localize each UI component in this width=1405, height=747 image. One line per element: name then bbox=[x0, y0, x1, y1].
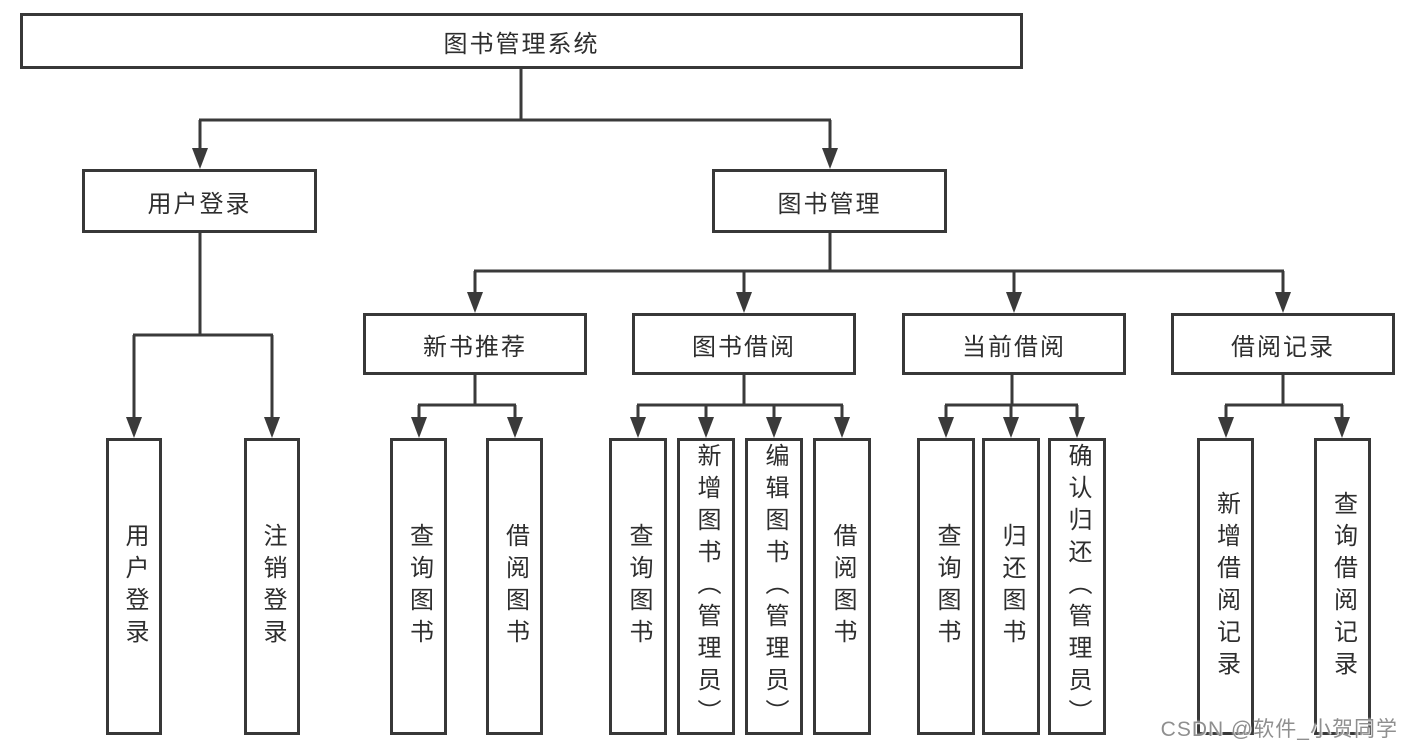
leaf-confirm-return-admin-label: 确认归还（管理员） bbox=[1064, 442, 1091, 731]
leaf-confirm-return-admin: 确认归还（管理员） bbox=[1048, 438, 1106, 735]
leaf-edit-book-admin: 编辑图书（管理员） bbox=[745, 438, 803, 735]
connector-new-book-children bbox=[417, 375, 517, 421]
csdn-watermark: CSDN @软件_小贺同学 bbox=[1160, 718, 1398, 741]
node-current-borrow: 当前借阅 bbox=[902, 313, 1126, 375]
node-user-login: 用户登录 bbox=[82, 169, 317, 233]
node-book-borrow: 图书借阅 bbox=[632, 313, 856, 375]
node-book-management-label: 图书管理 bbox=[777, 190, 882, 218]
leaf-query-books-borrow: 查询图书 bbox=[609, 438, 667, 735]
leaf-return-book-label: 归还图书 bbox=[998, 522, 1025, 651]
leaf-borrow-books-recommend-label: 借阅图书 bbox=[501, 522, 529, 651]
connector-root-to-level2 bbox=[198, 69, 832, 152]
leaf-query-books-current-label: 查询图书 bbox=[933, 522, 960, 651]
node-current-borrow-label: 当前借阅 bbox=[962, 333, 1066, 361]
connector-user-login-children bbox=[132, 233, 274, 421]
leaf-query-books-current: 查询图书 bbox=[917, 438, 975, 735]
connector-borrow-record-children bbox=[1224, 375, 1344, 421]
node-borrow-records: 借阅记录 bbox=[1171, 313, 1395, 375]
leaf-edit-book-admin-label: 编辑图书（管理员） bbox=[761, 442, 788, 731]
leaf-query-books-recommend: 查询图书 bbox=[390, 438, 447, 735]
connector-current-borrow-children bbox=[944, 375, 1079, 421]
leaf-borrow-books-borrow: 借阅图书 bbox=[813, 438, 871, 735]
leaf-add-borrow-record: 新增借阅记录 bbox=[1197, 438, 1254, 735]
leaf-add-borrow-record-label: 新增借阅记录 bbox=[1212, 490, 1240, 683]
connector-book-management-children bbox=[473, 233, 1285, 296]
leaf-logout-label: 注销登录 bbox=[259, 522, 286, 651]
leaf-return-book: 归还图书 bbox=[982, 438, 1040, 735]
node-borrow-records-label: 借阅记录 bbox=[1231, 333, 1335, 361]
node-user-login-label: 用户登录 bbox=[147, 190, 252, 218]
leaf-add-book-admin: 新增图书（管理员） bbox=[677, 438, 735, 735]
leaf-user-login: 用户登录 bbox=[106, 438, 162, 735]
node-root-label: 图书管理系统 bbox=[443, 30, 600, 58]
leaf-query-books-recommend-label: 查询图书 bbox=[405, 522, 433, 651]
node-book-management: 图书管理 bbox=[712, 169, 947, 233]
leaf-add-book-admin-label: 新增图书（管理员） bbox=[693, 442, 720, 731]
connector-book-borrow-children bbox=[636, 375, 844, 421]
leaf-user-login-label: 用户登录 bbox=[121, 522, 148, 651]
node-new-book-recommend-label: 新书推荐 bbox=[423, 333, 527, 361]
leaf-query-borrow-record-label: 查询借阅记录 bbox=[1329, 490, 1357, 683]
leaf-logout: 注销登录 bbox=[244, 438, 300, 735]
node-book-borrow-label: 图书借阅 bbox=[692, 333, 796, 361]
node-root: 图书管理系统 bbox=[20, 13, 1023, 69]
leaf-borrow-books-borrow-label: 借阅图书 bbox=[829, 522, 856, 651]
leaf-query-borrow-record: 查询借阅记录 bbox=[1314, 438, 1371, 735]
leaf-borrow-books-recommend: 借阅图书 bbox=[486, 438, 543, 735]
node-new-book-recommend: 新书推荐 bbox=[363, 313, 587, 375]
leaf-query-books-borrow-label: 查询图书 bbox=[625, 522, 652, 651]
